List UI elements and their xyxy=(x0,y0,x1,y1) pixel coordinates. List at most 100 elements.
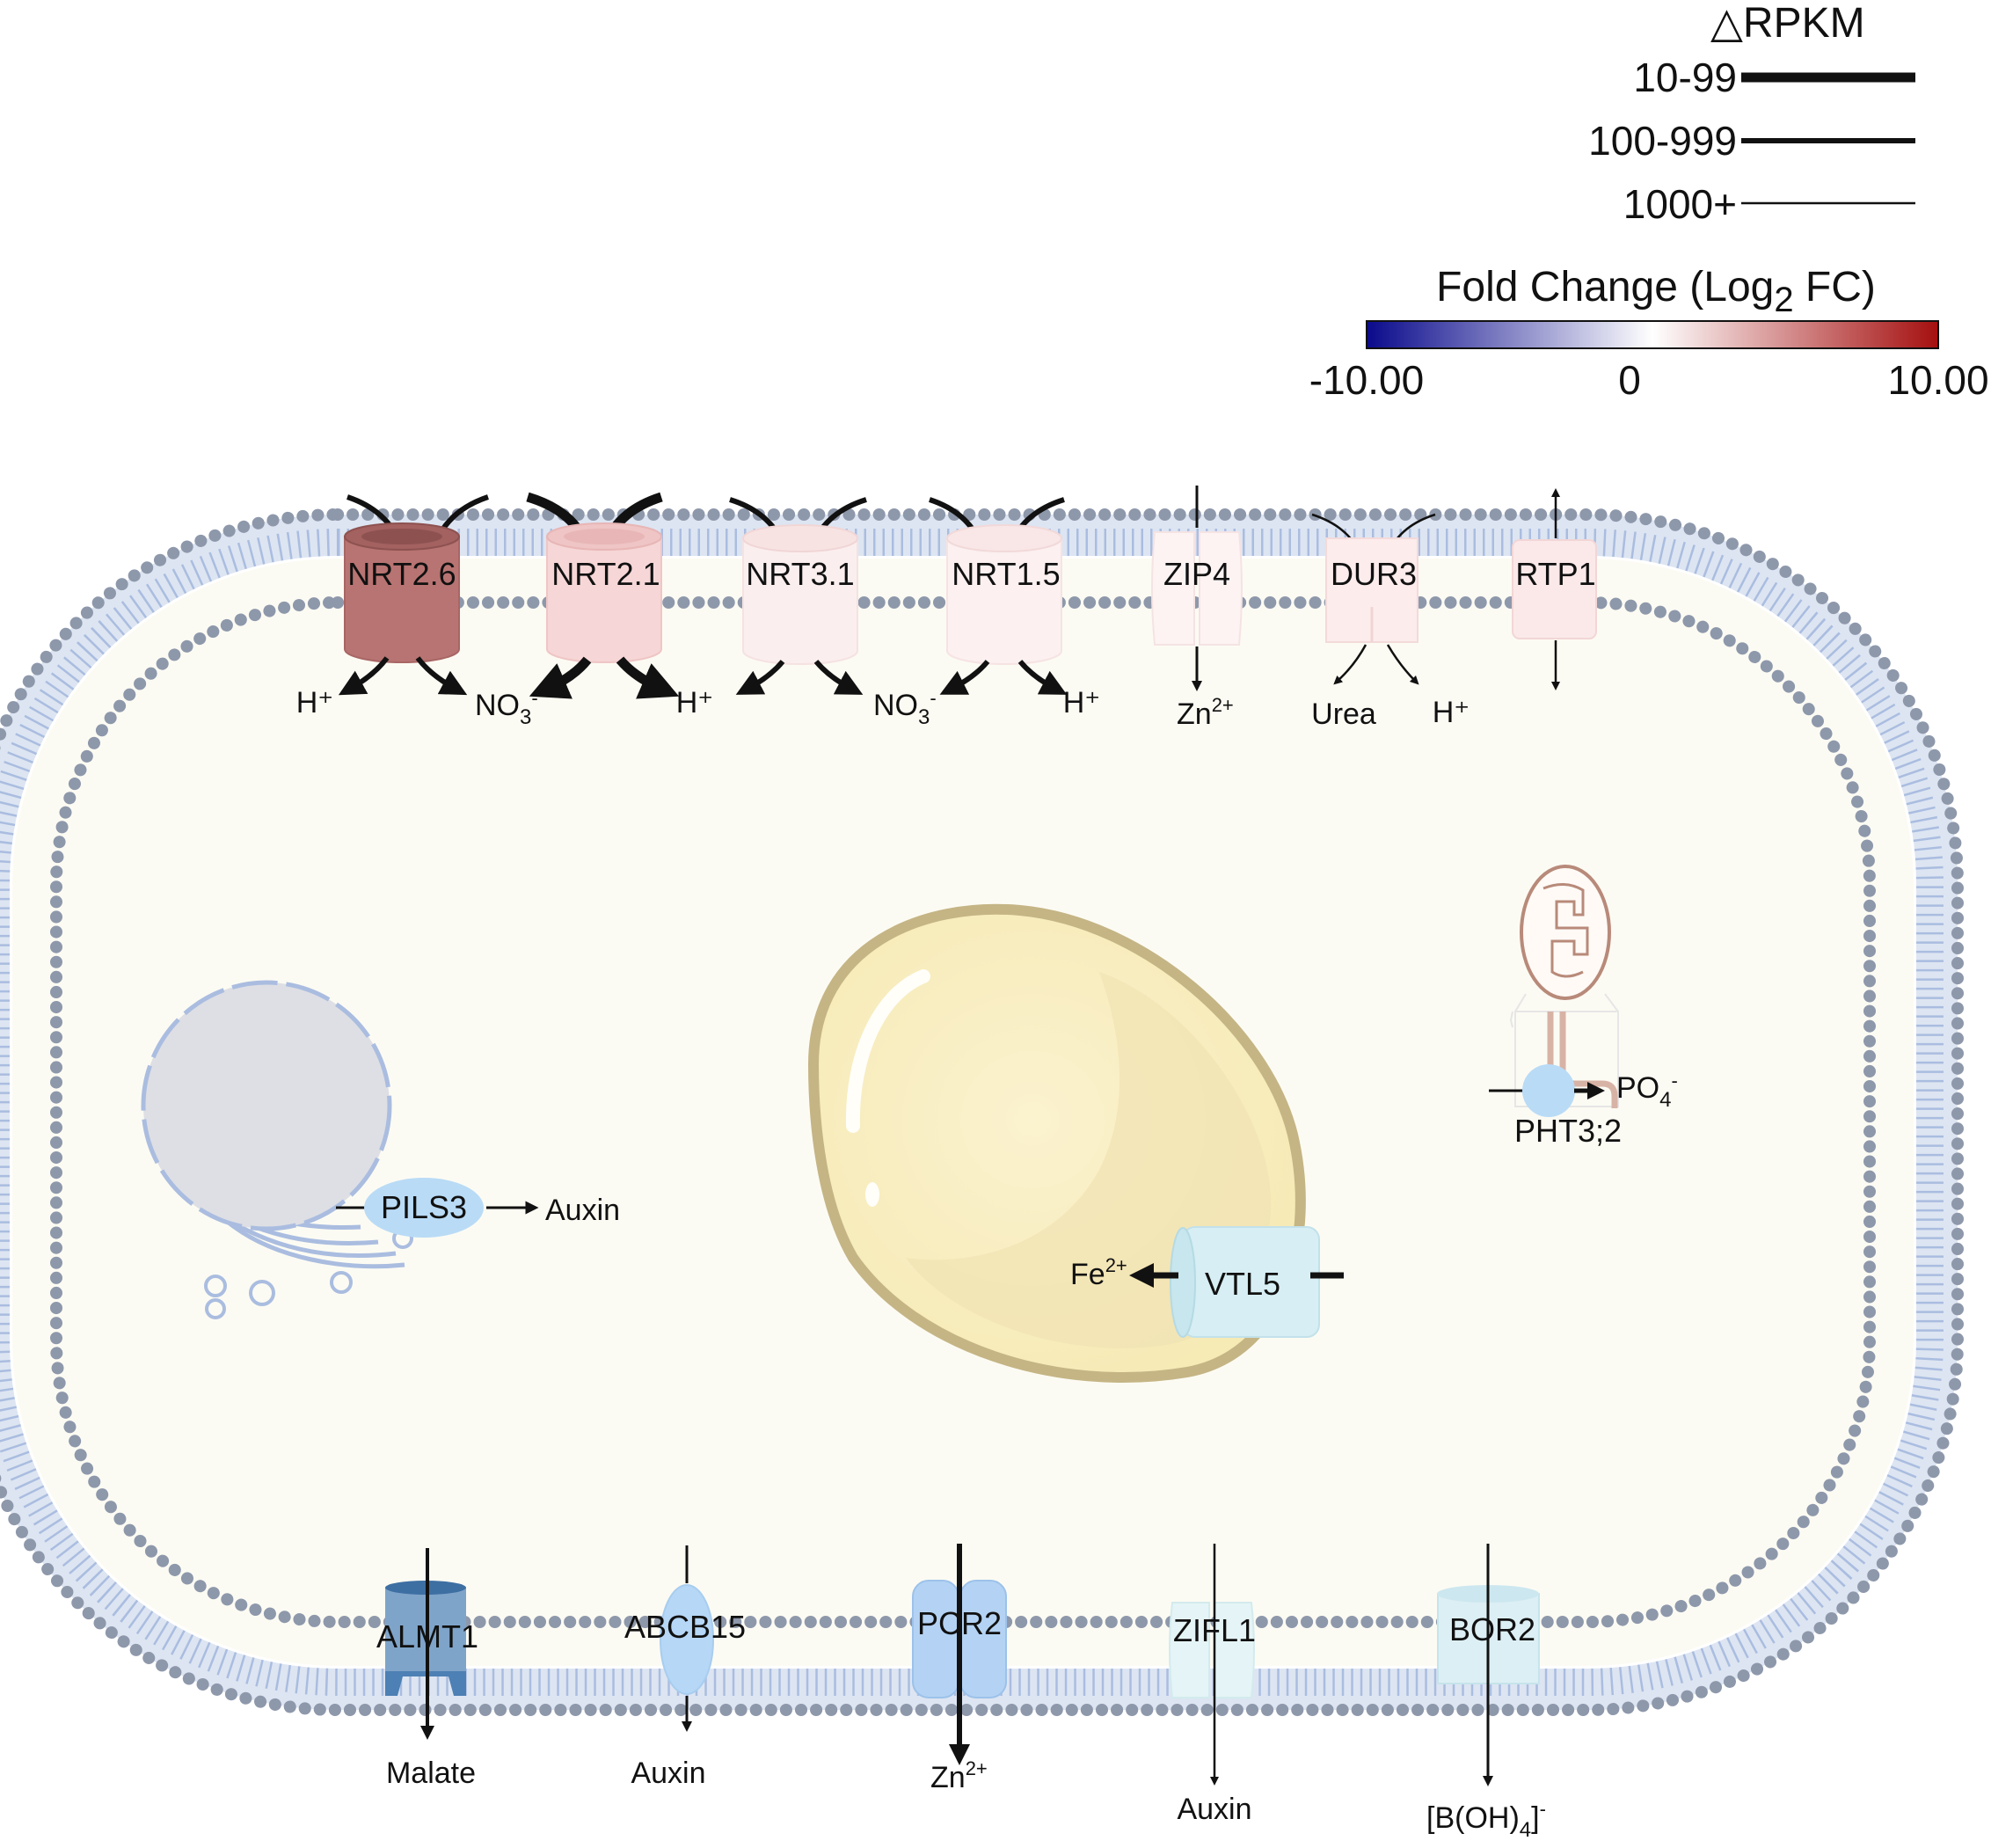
dur3-body xyxy=(1325,537,1418,643)
nrt26-body xyxy=(344,536,460,663)
outer-lipid-heads xyxy=(0,508,1964,1716)
ion-borate: [B(OH)4]- xyxy=(1426,1798,1546,1842)
pils3-transporter: PILS3 Auxin xyxy=(336,1178,620,1238)
bor2-label: BOR2 xyxy=(1449,1611,1535,1647)
fold-change-colorbar xyxy=(1366,320,1939,349)
er-vesicle xyxy=(204,1275,227,1297)
rtp1-transporter: RTP1 xyxy=(1512,539,1597,639)
ion-urea: Urea xyxy=(1311,698,1376,731)
almt1-transporter: ALMT1 xyxy=(376,1548,478,1740)
ion-malate: Malate xyxy=(386,1757,476,1790)
zip4-label: ZIP4 xyxy=(1163,556,1230,592)
ion-h-plus: H⁺ xyxy=(676,686,714,719)
bor2-transporter: BOR2 xyxy=(1437,1544,1540,1786)
nrt26-arrow-no3 xyxy=(415,656,468,696)
nrt21-label: NRT2.1 xyxy=(551,556,660,592)
ion-nitrate: NO3- xyxy=(873,687,937,729)
nrt15-body xyxy=(946,537,1062,665)
dur3-transporter: DUR3 xyxy=(1325,537,1418,643)
nrt26-arrow-h xyxy=(338,656,390,696)
nrt26-transporter: NRT2.6 xyxy=(344,522,460,663)
vacuole-highlight xyxy=(845,969,930,1133)
zip4-right-subunit xyxy=(1199,531,1243,646)
dur3-arrow-urea xyxy=(1333,644,1367,685)
er-vesicle xyxy=(249,1280,275,1306)
fold-change-max: 10.00 xyxy=(1887,357,1988,403)
nrt21-transporter: NRT2.1 xyxy=(546,522,662,663)
ion-nitrate: NO3- xyxy=(475,687,538,729)
zifl1-right-subunit xyxy=(1214,1602,1255,1698)
nrt31-label: NRT3.1 xyxy=(746,556,854,592)
pht32-label: PHT3;2 xyxy=(1514,1113,1622,1149)
top-arrows-out xyxy=(338,640,1560,699)
er-membrane xyxy=(227,1221,405,1269)
ion-auxin: Auxin xyxy=(545,1194,620,1227)
zip4-transporter: ZIP4 xyxy=(1151,531,1243,646)
abcb15-body xyxy=(660,1584,714,1695)
zoom-line xyxy=(1604,993,1619,1012)
nrt15-arrow-no3 xyxy=(939,660,990,695)
legend: △RPKM 10-99 100-999 1000+ Fold Change (L… xyxy=(1309,0,1989,403)
ion-h-plus: H⁺ xyxy=(1433,696,1470,729)
pcr2-transporter: PCR2 xyxy=(912,1544,1007,1765)
ion-h-plus: H⁺ xyxy=(1063,686,1101,719)
dur3-label: DUR3 xyxy=(1331,556,1417,592)
zifl1-left-subunit xyxy=(1169,1602,1210,1698)
ion-zinc: Zn2+ xyxy=(930,1757,988,1794)
mitochondrion-cristae xyxy=(1542,883,1589,978)
zoom-line xyxy=(1514,993,1527,1012)
nrt15-label: NRT1.5 xyxy=(952,556,1060,592)
rtp1-label: RTP1 xyxy=(1515,556,1595,592)
nrt31-transporter: NRT3.1 xyxy=(742,524,858,665)
ion-h-plus: H⁺ xyxy=(296,686,334,719)
nrt21-body xyxy=(546,536,662,663)
zoom-line xyxy=(1509,1011,1513,1028)
ion-auxin: Auxin xyxy=(631,1757,705,1790)
nrt31-top xyxy=(742,524,858,552)
zifl1-label: ZIFL1 xyxy=(1173,1612,1256,1648)
rpkm-row-label: 10-99 xyxy=(1633,55,1737,100)
nucleus-er xyxy=(141,980,413,1319)
nrt21-arrow-h xyxy=(616,656,680,699)
pht32-transporter: PO4- PHT3;2 xyxy=(1489,1064,1678,1149)
pcr2-label: PCR2 xyxy=(917,1605,1002,1641)
er-vesicle xyxy=(205,1298,226,1319)
fold-change-title: Fold Change (Log2 FC) xyxy=(1436,264,1876,319)
vacuole-glint xyxy=(865,1182,879,1207)
ion-zinc: Zn2+ xyxy=(1177,694,1234,731)
ion-iron: Fe2+ xyxy=(1070,1254,1127,1291)
fold-change-min: -10.00 xyxy=(1309,357,1424,403)
vtl5-left-cap xyxy=(1170,1227,1196,1338)
er-vesicle xyxy=(330,1271,353,1294)
abcb15-transporter: ABCB15 xyxy=(624,1545,746,1732)
vtl5-label: VTL5 xyxy=(1205,1266,1280,1302)
pils3-label: PILS3 xyxy=(381,1189,467,1225)
nrt31-arrow-h xyxy=(735,660,785,695)
top-ion-labels: H⁺ NO3- H⁺ NO3- H⁺ Zn2+ Urea H⁺ xyxy=(296,686,1470,731)
nucleus xyxy=(141,980,392,1231)
ion-auxin: Auxin xyxy=(1177,1793,1251,1826)
nrt31-body xyxy=(742,537,858,665)
fold-change-mid: 0 xyxy=(1618,357,1641,403)
rpkm-row-label: 100-999 xyxy=(1588,118,1737,164)
nrt15-top xyxy=(946,524,1062,552)
dur3-arrow-h xyxy=(1386,644,1419,685)
rpkm-row-label: 1000+ xyxy=(1623,181,1737,227)
nrt15-transporter: NRT1.5 xyxy=(946,524,1062,665)
zifl1-transporter: ZIFL1 xyxy=(1169,1544,1256,1786)
pht32-body xyxy=(1522,1064,1575,1117)
zip4-left-subunit xyxy=(1151,531,1195,646)
nrt15-arrow-h xyxy=(1017,660,1068,695)
pils3-body xyxy=(364,1178,484,1238)
rtp1-body xyxy=(1512,539,1597,639)
nrt26-pore xyxy=(361,529,442,544)
abcb15-label: ABCB15 xyxy=(624,1609,746,1645)
almt1-label: ALMT1 xyxy=(376,1618,478,1654)
nrt21-arrow-no3 xyxy=(529,656,592,699)
nrt21-pore xyxy=(564,529,645,544)
ion-phosphate: PO4- xyxy=(1616,1070,1678,1112)
bottom-ion-labels: Malate Auxin Zn2+ Auxin [B(OH)4]- xyxy=(386,1757,1546,1842)
rpkm-legend-title: △RPKM xyxy=(1710,0,1865,47)
nrt26-label: NRT2.6 xyxy=(347,556,456,592)
